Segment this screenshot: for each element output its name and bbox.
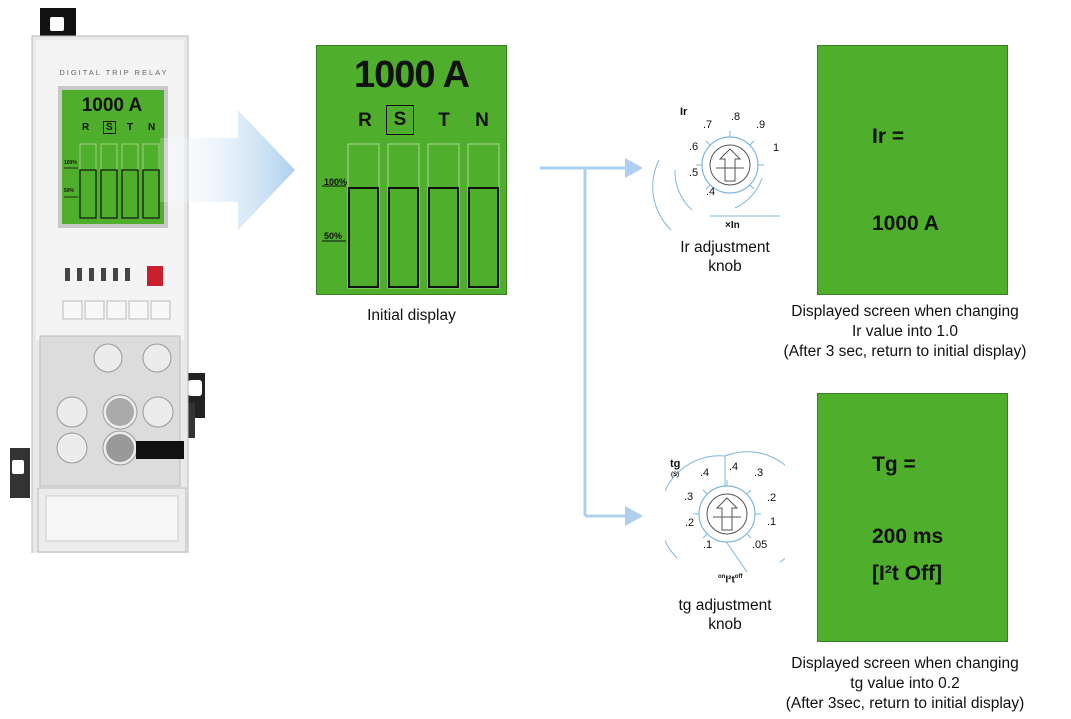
tg-tick-right-4: .4 [729,461,739,473]
tg-tick-left-1: .1 [703,539,713,551]
tg-i2t-main: I²t [725,574,735,586]
device-phase-t: T [127,122,134,133]
ir-display-screen [817,45,1008,295]
initial-display-value: 1000 A [353,54,470,96]
ir-screen-caption-line2: Ir value into 1.0 [852,323,958,340]
tg-screen-line2: 200 ms [872,525,944,548]
tg-screen-caption-line1: Displayed screen when changing [791,655,1019,672]
initial-bar-graph [322,143,500,289]
initial-display-caption: Initial display [367,307,456,324]
device-scale-100: 100% [64,160,77,166]
tg-knob-caption-line2: knob [708,616,742,633]
tg-i2t-label: onI²toff [718,574,742,585]
tg-knob-caption-line1: tg adjustment [678,597,772,614]
tg-knob-graphic [665,451,785,573]
device-phase-labels: R S T N [82,121,162,136]
tg-screen-line3: [I²t Off] [872,562,942,585]
ir-knob-graphic [652,131,780,230]
ir-screen-caption-line3: (After 3 sec, return to initial display) [783,343,1027,360]
tg-tick-right-05: .05 [752,539,768,551]
ir-tick-1: 1 [773,142,780,154]
tg-tick-left-2: .2 [685,517,695,529]
device-phase-r: R [82,122,90,133]
ir-screen-line1: Ir = [872,125,905,148]
tg-knob-label: tg [670,458,681,470]
tg-screen-caption-line2: tg value into 0.2 [850,675,960,692]
initial-scale-100: 100% [324,177,348,187]
trip-relay-device [10,8,210,557]
ir-tick-4: .4 [706,186,716,198]
device-display-value: 1000 A [81,95,143,116]
tg-screen-caption-line3: (After 3sec, return to initial display) [785,695,1025,712]
initial-phase-s: S [386,105,414,135]
device-phase-s: S [103,121,116,134]
ir-tick-8: .8 [731,111,741,123]
tg-screen-line1: Tg = [872,453,916,476]
tg-display-screen [817,393,1008,642]
ir-screen-line2: 1000 A [872,212,939,235]
device-body-graphic [10,8,210,557]
tg-i2t-off: off [734,574,743,580]
ir-tick-9: .9 [756,119,766,131]
initial-phase-r: R [358,110,372,131]
branch-connector [540,158,643,526]
ir-knob-caption-line2: knob [708,258,742,275]
device-phase-n: N [148,122,156,133]
ir-tick-6: .6 [689,141,699,153]
tg-tick-left-4: .4 [700,467,710,479]
tg-tick-right-3: .3 [754,467,764,479]
big-arrow-right [160,110,295,230]
tg-tick-right-2: .2 [767,492,777,504]
tg-tick-left-3: .3 [684,491,694,503]
device-brand-label: DIGITAL TRIP RELAY [59,68,169,77]
device-bar-graph [64,143,160,219]
ir-screen-caption-line1: Displayed screen when changing [791,303,1019,320]
tg-knob-sublabel: (S) [671,472,679,478]
tg-tick-right-1: .1 [767,516,777,528]
device-scale-50: 50% [64,188,75,194]
ir-knob-label: Ir [680,106,688,118]
tg-i2t-on: on [718,574,726,580]
initial-phase-t: T [438,110,450,131]
initial-phase-n: N [475,110,489,131]
ir-tick-5: .5 [689,167,699,179]
ir-knob-caption-line1: Ir adjustment [680,239,770,256]
ir-unit-label: ×In [725,220,740,231]
initial-scale-50: 50% [324,231,343,241]
ir-tick-7: .7 [703,119,713,131]
